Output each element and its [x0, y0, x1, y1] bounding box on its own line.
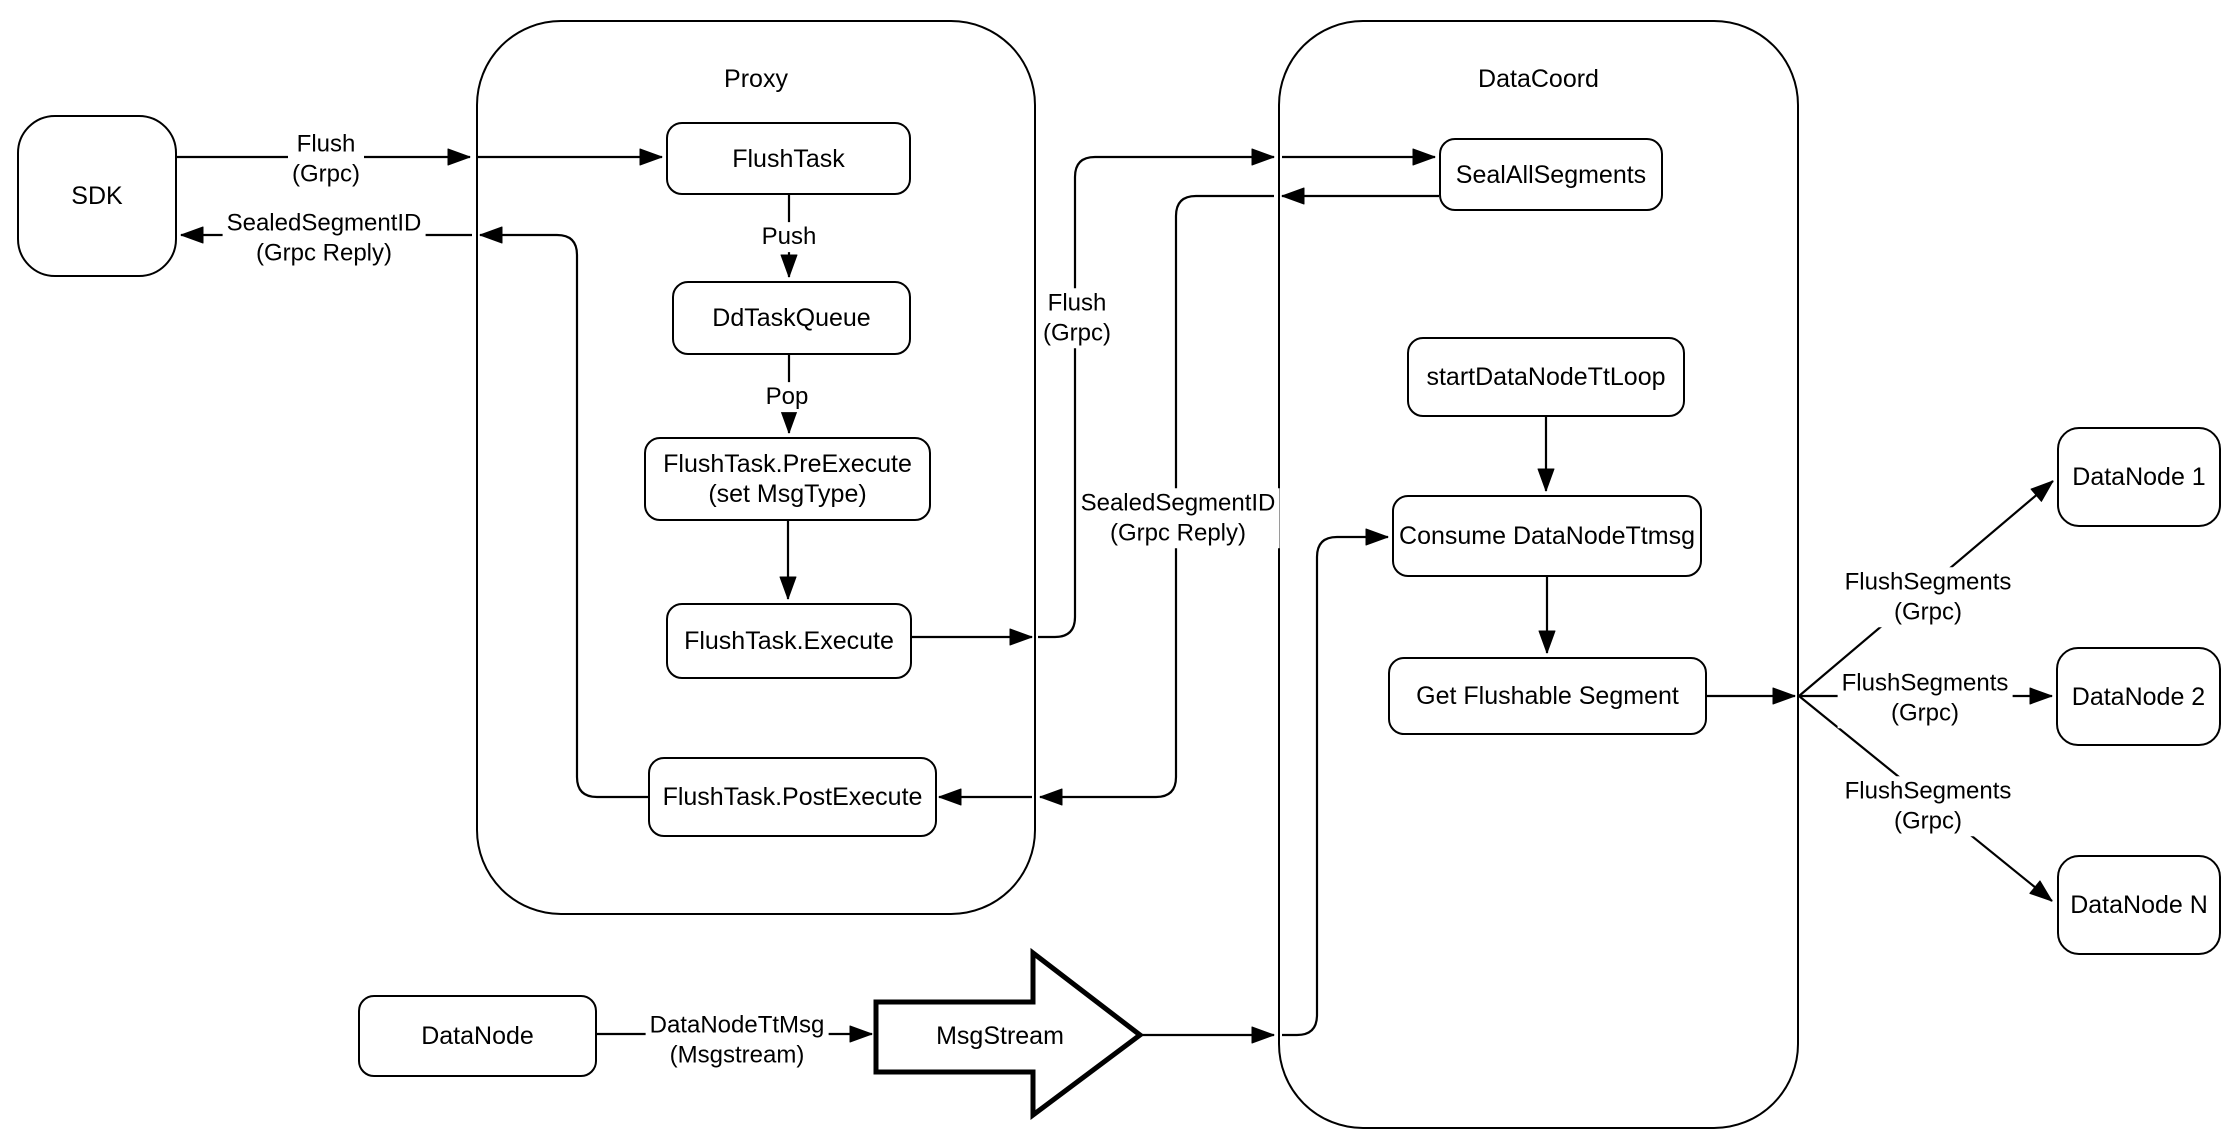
edge-label-pop: Pop	[761, 382, 813, 412]
edge-label-flushsegments-2: FlushSegments (Grpc)	[1837, 668, 2013, 728]
edge-label-flushsegments-2-line1: FlushSegments	[1841, 669, 2009, 697]
node-datanode-1-label: DataNode 1	[2072, 463, 2206, 491]
node-execute: FlushTask.Execute	[666, 603, 912, 679]
edge-label-flushsegments-1-line1: FlushSegments	[1844, 568, 2012, 596]
edge-flush-channel	[1038, 148, 1275, 639]
node-msgstream-label: MsgStream	[880, 1012, 1120, 1060]
edge-msgstream-to-consume	[1282, 528, 1389, 1037]
edge-label-flush-mid-line2: (Grpc)	[1043, 319, 1111, 346]
node-datanode-n: DataNode N	[2057, 855, 2221, 955]
node-datanode-source: DataNode	[358, 995, 597, 1077]
edge-postexecute-to-proxy-edge	[479, 226, 648, 799]
edge-label-push-line1: Push	[761, 223, 817, 251]
msgstream-arrow-shape	[873, 947, 1145, 1120]
edge-label-sealed-sdk: SealedSegmentID (Grpc Reply)	[222, 208, 426, 268]
edge-label-datanodettmsg-line1: DataNodeTtMsg	[649, 1011, 825, 1039]
node-datanode-n-label: DataNode N	[2070, 891, 2208, 919]
edge-label-flushsegments-2-line2: (Grpc)	[1891, 699, 1959, 726]
edge-label-flush-mid-line1: Flush	[1047, 289, 1107, 317]
edge-label-datanodettmsg: DataNodeTtMsg (Msgstream)	[645, 1010, 829, 1070]
container-datacoord: DataCoord	[1278, 20, 1799, 1129]
node-sdk: SDK	[17, 115, 177, 277]
node-sealallsegments: SealAllSegments	[1439, 138, 1663, 211]
node-preexecute-label: FlushTask.PreExecute	[663, 450, 912, 478]
edge-label-datanodettmsg-line2: (Msgstream)	[669, 1041, 805, 1068]
node-sdk-label: SDK	[71, 182, 123, 210]
node-postexecute-label: FlushTask.PostExecute	[662, 783, 923, 811]
node-startdatanodettloop-label: startDataNodeTtLoop	[1426, 363, 1666, 391]
node-datanode-2-label: DataNode 2	[2071, 682, 2206, 711]
edge-label-flushsegments-1-line2: (Grpc)	[1894, 598, 1962, 625]
node-postexecute: FlushTask.PostExecute	[648, 757, 937, 837]
node-datanode-source-label: DataNode	[421, 1022, 534, 1050]
node-ddtaskqueue-label: DdTaskQueue	[712, 304, 871, 332]
node-ddtaskqueue: DdTaskQueue	[672, 281, 911, 355]
container-proxy: Proxy	[476, 20, 1036, 915]
edge-label-flush-sdk: Flush (Grpc)	[288, 129, 364, 189]
edge-label-flush-sdk-line1: Flush	[296, 130, 356, 158]
container-proxy-title: Proxy	[724, 65, 788, 93]
node-consume-datanodettmsg: Consume DataNodeTtmsg	[1392, 495, 1702, 577]
node-consume-datanodettmsg-label: Consume DataNodeTtmsg	[1399, 522, 1695, 550]
node-flushtask-label: FlushTask	[732, 144, 845, 173]
edge-label-sealed-mid-line1: SealedSegmentID	[1080, 489, 1276, 517]
node-execute-label: FlushTask.Execute	[684, 627, 894, 655]
node-get-flushable-segment: Get Flushable Segment	[1388, 657, 1707, 735]
edge-label-sealed-mid-line2: (Grpc Reply)	[1109, 519, 1247, 546]
node-datanode-1: DataNode 1	[2057, 427, 2221, 527]
edge-label-flushsegments-3: FlushSegments (Grpc)	[1840, 776, 2016, 836]
node-get-flushable-segment-label: Get Flushable Segment	[1416, 682, 1679, 710]
node-preexecute-sublabel: (set MsgType)	[708, 480, 867, 508]
edge-label-sealed-mid: SealedSegmentID (Grpc Reply)	[1076, 488, 1280, 548]
container-datacoord-title: DataCoord	[1478, 65, 1599, 93]
edge-label-pop-line1: Pop	[765, 383, 809, 411]
edge-label-flushsegments-3-line1: FlushSegments	[1844, 777, 2012, 805]
node-sealallsegments-label: SealAllSegments	[1455, 160, 1647, 189]
edge-label-flush-mid: Flush (Grpc)	[1039, 288, 1115, 348]
node-preexecute: FlushTask.PreExecute (set MsgType)	[644, 437, 931, 521]
msgstream-text: MsgStream	[936, 1021, 1064, 1050]
node-flushtask: FlushTask	[666, 122, 911, 195]
edge-label-flush-sdk-line2: (Grpc)	[292, 160, 360, 187]
edge-label-sealed-sdk-line1: SealedSegmentID	[226, 209, 422, 237]
edge-label-flushsegments-1: FlushSegments (Grpc)	[1840, 567, 2016, 627]
edge-label-push: Push	[757, 222, 821, 252]
node-datanode-2: DataNode 2	[2056, 647, 2221, 746]
node-startdatanodettloop: startDataNodeTtLoop	[1407, 337, 1685, 417]
edge-label-sealed-sdk-line2: (Grpc Reply)	[255, 239, 393, 266]
edge-label-flushsegments-3-line2: (Grpc)	[1894, 807, 1962, 834]
